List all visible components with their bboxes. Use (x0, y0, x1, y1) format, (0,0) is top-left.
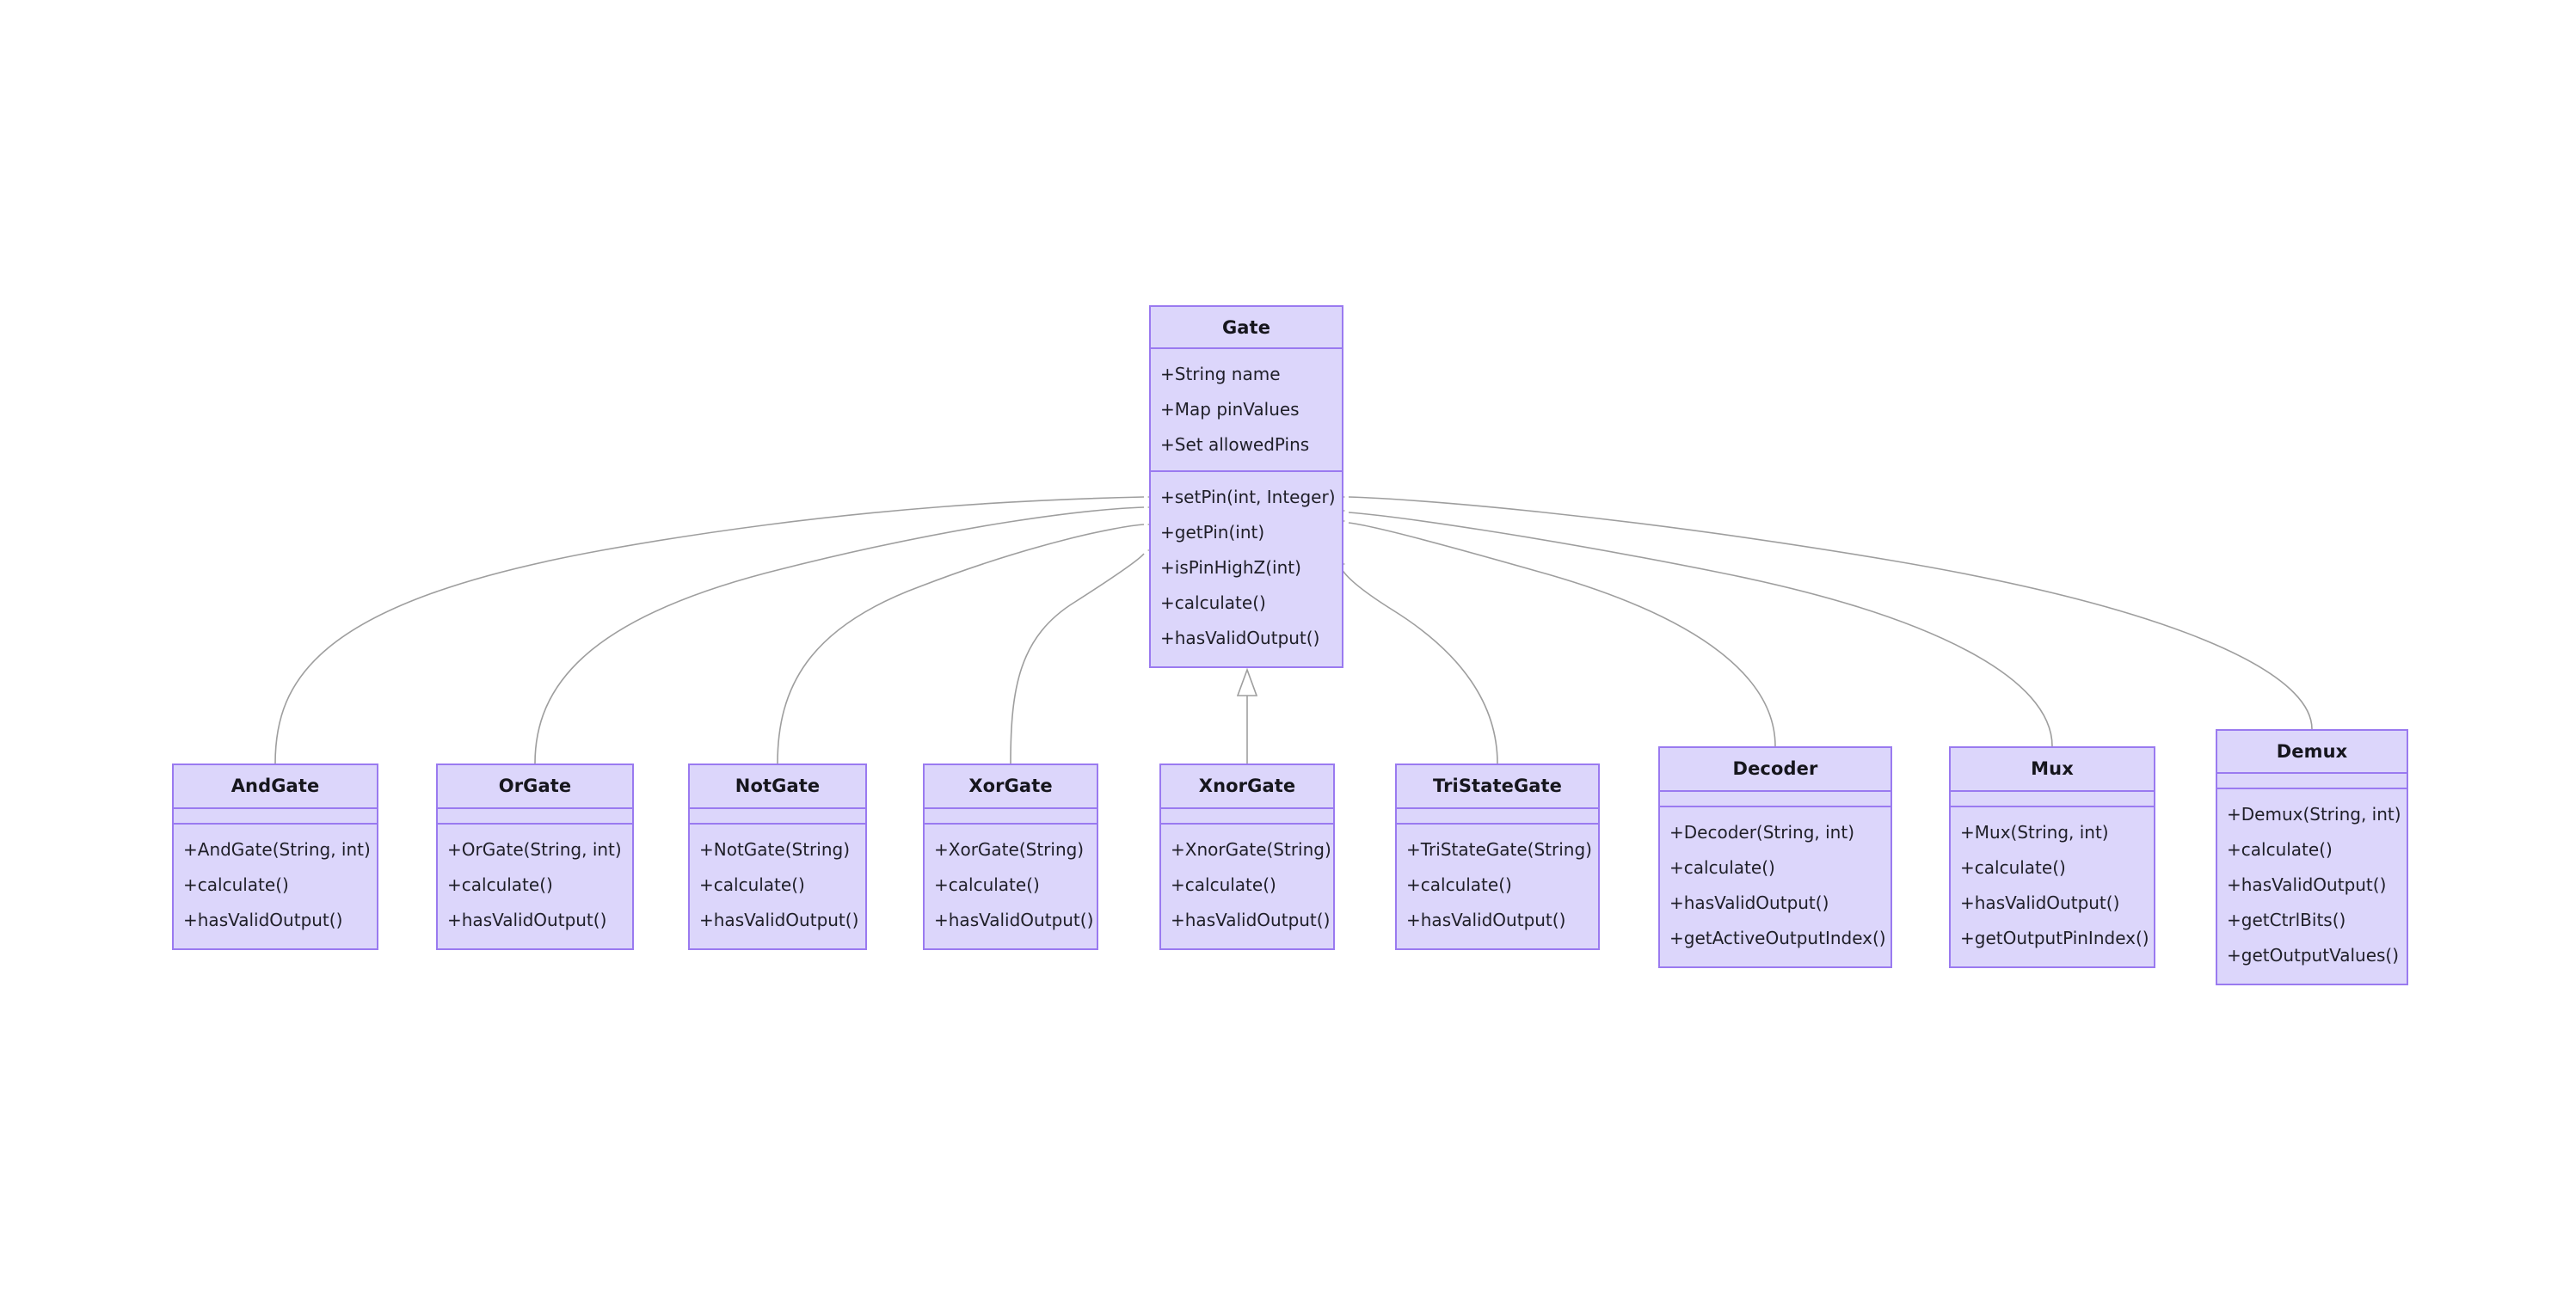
attributes-compartment-xorgate (925, 809, 1097, 825)
class-name-mux: Mux (1951, 748, 2154, 792)
method-row: +Mux(String, int) (1960, 822, 2109, 843)
inheritance-edge (274, 496, 1145, 764)
method-row: +getOutputValues() (2227, 945, 2400, 966)
methods-compartment-xnorgate: +XnorGate(String) +calculate() +hasValidOu… (1161, 825, 1333, 948)
uml-class-demux[interactable]: Demux +Demux(String, int) +calculate() +has… (2216, 729, 2408, 985)
inheritance-edge (1348, 496, 2313, 730)
methods-compartment-mux: +Mux(String, int) +calculate() +hasValidOu… (1951, 807, 2154, 966)
uml-class-xorgate[interactable]: XorGate +XorGate(String) +calculate() +hasV… (923, 764, 1098, 950)
method-row: +TriStateGate(String) (1406, 839, 1592, 860)
attributes-compartment-demux (2217, 774, 2407, 789)
method-row: +hasValidOutput() (1160, 628, 1320, 648)
methods-compartment-xorgate: +XorGate(String) +calculate() +hasValidOut… (925, 825, 1097, 948)
method-row: +getPin(int) (1160, 522, 1265, 543)
attributes-compartment-notgate (690, 809, 865, 825)
methods-compartment-decoder: +Decoder(String, int) +calculate() +hasVal… (1660, 807, 1891, 966)
method-row: +hasValidOutput() (183, 910, 343, 930)
method-row: +calculate() (183, 874, 289, 895)
inheritance-edge (777, 524, 1145, 764)
method-row: +hasValidOutput() (934, 910, 1094, 930)
inheritance-edge (1341, 568, 1498, 764)
method-row: +hasValidOutput() (1669, 892, 1829, 913)
class-name-andgate: AndGate (174, 765, 377, 809)
attributes-compartment-tristategate (1397, 809, 1598, 825)
methods-compartment-notgate: +NotGate(String) +calculate() +hasValidOut… (690, 825, 865, 948)
method-row: +calculate() (1406, 874, 1512, 895)
method-row: +getActiveOutputIndex() (1669, 928, 1886, 948)
uml-class-decoder[interactable]: Decoder +Decoder(String, int) +calculate()… (1658, 746, 1892, 968)
attributes-compartment-xnorgate (1161, 809, 1333, 825)
inheritance-edge (1348, 512, 2053, 747)
method-row: +hasValidOutput() (1960, 892, 2120, 913)
class-name-notgate: NotGate (690, 765, 865, 809)
uml-class-orgate[interactable]: OrGate +OrGate(String, int) +calculate() +h… (436, 764, 634, 950)
class-name-demux: Demux (2217, 731, 2407, 774)
method-row: +XnorGate(String) (1171, 839, 1331, 860)
method-row: +NotGate(String) (699, 839, 850, 860)
method-row: +XorGate(String) (934, 839, 1085, 860)
method-row: +calculate() (1669, 857, 1775, 878)
attributes-compartment-mux (1951, 792, 2154, 807)
uml-class-tristategate[interactable]: TriStateGate +TriStateGate(String) +calcul… (1395, 764, 1600, 950)
attributes-compartment-andgate (174, 809, 377, 825)
attributes-compartment-gate: +String name +Map pinValues +Set allowedPi… (1151, 349, 1342, 472)
method-row: +isPinHighZ(int) (1160, 557, 1301, 578)
class-name-orgate: OrGate (438, 765, 632, 809)
inheritance-edge (534, 506, 1145, 764)
attribute-row: +Set allowedPins (1160, 434, 1310, 455)
inheritance-edge (1348, 522, 1776, 747)
method-row: +Decoder(String, int) (1669, 822, 1854, 843)
methods-compartment-andgate: +AndGate(String, int) +calculate() +hasVal… (174, 825, 377, 948)
methods-compartment-orgate: +OrGate(String, int) +calculate() +hasVali… (438, 825, 632, 948)
method-row: +OrGate(String, int) (447, 839, 622, 860)
method-row: +calculate() (934, 874, 1040, 895)
uml-class-xnorgate[interactable]: XnorGate +XnorGate(String) +calculate() +ha… (1159, 764, 1335, 950)
inheritance-edge (1010, 553, 1145, 764)
attribute-row: +String name (1160, 364, 1281, 384)
uml-class-andgate[interactable]: AndGate +AndGate(String, int) +calculate()… (172, 764, 378, 950)
method-row: +hasValidOutput() (1406, 910, 1566, 930)
uml-class-gate[interactable]: Gate +String name +Map pinValues +Set allow… (1149, 305, 1343, 668)
methods-compartment-gate: +setPin(int, Integer) +getPin(int) +isPinH… (1151, 472, 1342, 666)
method-row: +Demux(String, int) (2227, 804, 2401, 825)
uml-class-mux[interactable]: Mux +Mux(String, int) +calculate() +hasVali… (1949, 746, 2155, 968)
method-row: +AndGate(String, int) (183, 839, 371, 860)
uml-class-notgate[interactable]: NotGate +NotGate(String) +calculate() +hasV… (688, 764, 867, 950)
inheritance-arrowhead (1236, 667, 1258, 696)
method-row: +getCtrlBits() (2227, 910, 2346, 930)
method-row: +setPin(int, Integer) (1160, 487, 1336, 507)
method-row: +hasValidOutput() (1171, 910, 1331, 930)
method-row: +hasValidOutput() (699, 910, 859, 930)
method-row: +calculate() (699, 874, 805, 895)
method-row: +calculate() (1160, 592, 1266, 613)
method-row: +hasValidOutput() (2227, 874, 2387, 895)
method-row: +calculate() (2227, 839, 2333, 860)
method-row: +calculate() (1960, 857, 2066, 878)
class-name-xnorgate: XnorGate (1161, 765, 1333, 809)
method-row: +calculate() (1171, 874, 1276, 895)
method-row: +calculate() (447, 874, 553, 895)
methods-compartment-tristategate: +TriStateGate(String) +calculate() +hasVal… (1397, 825, 1598, 948)
class-name-xorgate: XorGate (925, 765, 1097, 809)
methods-compartment-demux: +Demux(String, int) +calculate() +hasValid… (2217, 789, 2407, 984)
class-name-gate: Gate (1151, 307, 1342, 349)
class-name-tristategate: TriStateGate (1397, 765, 1598, 809)
method-row: +hasValidOutput() (447, 910, 607, 930)
attribute-row: +Map pinValues (1160, 399, 1300, 420)
class-name-decoder: Decoder (1660, 748, 1891, 792)
attributes-compartment-orgate (438, 809, 632, 825)
method-row: +getOutputPinIndex() (1960, 928, 2149, 948)
attributes-compartment-decoder (1660, 792, 1891, 807)
